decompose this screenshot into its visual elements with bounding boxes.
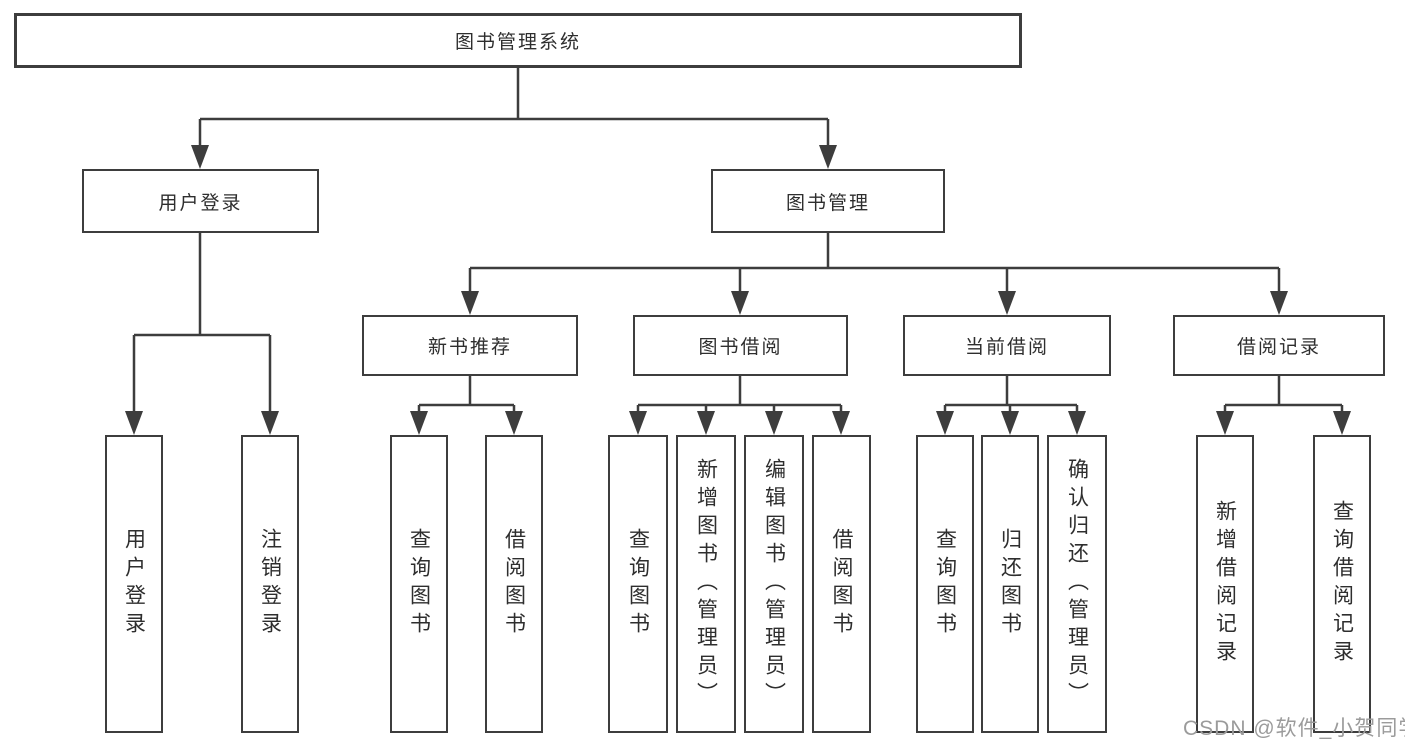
node-new-book-recommend: 新书推荐 [362, 315, 578, 376]
leaf-query-borrow-record: 查询借阅记录 [1313, 435, 1371, 733]
leaf-return-books: 归还图书 [981, 435, 1039, 733]
node-root-label: 图书管理系统 [454, 32, 581, 53]
leaf-add-books-admin-label: 新增图书（管理员） [694, 458, 718, 710]
leaf-borrow-books-recommend: 借阅图书 [485, 435, 543, 733]
leaf-query-books-recommend-label: 查询图书 [407, 528, 431, 640]
node-book-borrowing: 图书借阅 [633, 315, 848, 376]
leaf-add-books-admin: 新增图书（管理员） [676, 435, 736, 733]
node-new-book-recommend-label: 新书推荐 [427, 337, 512, 358]
leaf-confirm-return-admin-label: 确认归还（管理员） [1065, 458, 1089, 710]
leaf-add-borrow-record: 新增借阅记录 [1196, 435, 1254, 733]
leaf-query-books-current-label: 查询图书 [933, 528, 957, 640]
node-book-borrowing-label: 图书借阅 [698, 337, 783, 358]
leaf-return-books-label: 归还图书 [998, 528, 1022, 640]
leaf-user-login-label: 用户登录 [122, 528, 146, 640]
node-book-management-label: 图书管理 [785, 192, 870, 214]
node-borrowing-records: 借阅记录 [1173, 315, 1385, 376]
leaf-add-borrow-record-label: 新增借阅记录 [1213, 500, 1237, 668]
leaf-query-books-borrowing-label: 查询图书 [626, 528, 650, 640]
node-borrowing-records-label: 借阅记录 [1236, 337, 1321, 358]
node-book-management: 图书管理 [711, 169, 945, 233]
leaf-query-books-borrowing: 查询图书 [608, 435, 668, 733]
node-user-login: 用户登录 [82, 169, 319, 233]
csdn-watermark: CSDN @软件_小贺同学 [1183, 717, 1405, 740]
node-root: 图书管理系统 [14, 13, 1022, 68]
leaf-query-borrow-record-label: 查询借阅记录 [1330, 500, 1354, 668]
leaf-query-books-current: 查询图书 [916, 435, 974, 733]
leaf-confirm-return-admin: 确认归还（管理员） [1047, 435, 1107, 733]
leaf-edit-books-admin: 编辑图书（管理员） [744, 435, 804, 733]
node-current-borrowing: 当前借阅 [903, 315, 1111, 376]
leaf-edit-books-admin-label: 编辑图书（管理员） [762, 458, 786, 710]
leaf-borrow-books: 借阅图书 [812, 435, 871, 733]
leaf-borrow-books-recommend-label: 借阅图书 [502, 528, 526, 640]
node-current-borrowing-label: 当前借阅 [964, 337, 1049, 358]
leaf-borrow-books-label: 借阅图书 [830, 528, 853, 640]
leaf-logout: 注销登录 [241, 435, 299, 733]
leaf-query-books-recommend: 查询图书 [390, 435, 448, 733]
leaf-user-login: 用户登录 [105, 435, 163, 733]
node-user-login-label: 用户登录 [158, 192, 243, 214]
leaf-logout-label: 注销登录 [258, 528, 282, 640]
